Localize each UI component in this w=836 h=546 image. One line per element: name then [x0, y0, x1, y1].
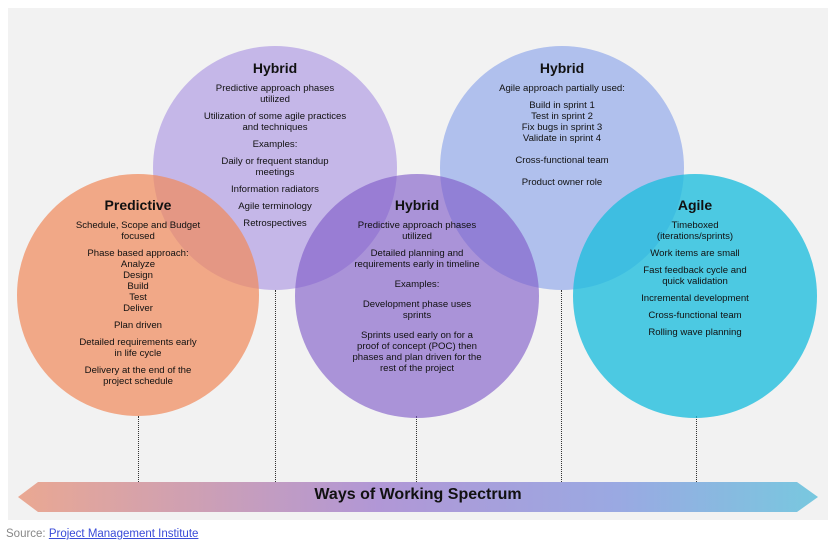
predictive-item: Detailed requirements early in life cycl…: [79, 337, 197, 359]
source-caption: Source: Project Management Institute: [6, 528, 198, 540]
hybrid-top-left-item: Predictive approach phases utilized: [215, 83, 335, 105]
hybrid-top-left-item: Information radiators: [231, 184, 319, 195]
predictive-item: Schedule, Scope and Budget focused: [75, 220, 201, 242]
sprint-item: Test in sprint 2: [531, 111, 593, 122]
dotted-line-hybrid1: [275, 290, 276, 482]
hybrid-center-text: Hybrid Predictive approach phases utiliz…: [318, 197, 516, 380]
hybrid-top-right-item: Cross-functional team: [515, 155, 609, 166]
agile-title: Agile: [677, 197, 713, 213]
agile-item: Fast feedback cycle and quick validation: [643, 265, 747, 287]
source-prefix: Source:: [6, 528, 49, 540]
dotted-line-predictive: [138, 416, 139, 482]
hybrid-top-left-item: Utilization of some agile practices and …: [203, 111, 347, 133]
predictive-text: Predictive Schedule, Scope and Budget fo…: [40, 197, 236, 393]
hybrid-top-right-item: Product owner role: [521, 177, 603, 188]
spectrum-label: Ways of Working Spectrum: [314, 486, 522, 503]
sprint-item: Validate in sprint 4: [522, 133, 602, 144]
hybrid-top-left-item: Agile terminology: [238, 201, 312, 212]
agile-text: Agile Timeboxed (iterations/sprints) Wor…: [597, 197, 793, 344]
dotted-line-agile: [696, 416, 697, 482]
dotted-line-hybrid3: [561, 290, 562, 482]
predictive-item: Delivery at the end of the project sched…: [84, 365, 192, 387]
hybrid-top-right-intro: Agile approach partially used:: [499, 83, 625, 94]
hybrid-top-right-text: Hybrid Agile approach partially used: Bu…: [465, 60, 659, 194]
circle-predictive: [17, 174, 259, 416]
dotted-line-hybrid2: [416, 416, 417, 482]
hybrid-top-left-item: Daily or frequent standup meetings: [221, 156, 329, 178]
predictive-phase-label: Phase based approach:: [87, 248, 189, 259]
hybrid-top-left-text: Hybrid Predictive approach phases utiliz…: [178, 60, 372, 235]
agile-item: Rolling wave planning: [648, 327, 742, 338]
hybrid-center-examples-label: Examples:: [394, 279, 440, 290]
agile-item: Incremental development: [641, 293, 749, 304]
agile-item: Work items are small: [650, 248, 740, 259]
agile-item: Timeboxed (iterations/sprints): [656, 220, 734, 242]
hybrid-top-left-item: Retrospectives: [243, 218, 307, 229]
hybrid-top-right-title: Hybrid: [539, 60, 585, 76]
agile-item: Cross-functional team: [648, 310, 742, 321]
phase-item: Analyze: [120, 259, 156, 270]
circle-hybrid-center: [295, 174, 539, 418]
hybrid-top-left-examples-label: Examples:: [252, 139, 298, 150]
hybrid-center-item: Predictive approach phases utilized: [357, 220, 477, 242]
predictive-title: Predictive: [104, 197, 172, 213]
sprint-item: Build in sprint 1: [529, 100, 595, 111]
hybrid-center-title: Hybrid: [394, 197, 440, 213]
hybrid-center-item: Sprints used early on for a proof of con…: [352, 330, 482, 374]
circle-agile: [573, 174, 817, 418]
phase-item: Test: [129, 292, 147, 303]
predictive-item: Plan driven: [114, 320, 162, 331]
source-link[interactable]: Project Management Institute: [48, 528, 199, 540]
hybrid-top-left-title: Hybrid: [252, 60, 298, 76]
phase-item: Deliver: [123, 303, 153, 314]
hybrid-center-item: Development phase uses sprints: [362, 299, 472, 321]
hybrid-center-item: Detailed planning and requirements early…: [354, 248, 480, 270]
phase-item: Build: [127, 281, 149, 292]
phase-item: Design: [123, 270, 153, 281]
sprint-item: Fix bugs in sprint 3: [521, 122, 603, 133]
spectrum-arrow-shape: [18, 482, 818, 512]
